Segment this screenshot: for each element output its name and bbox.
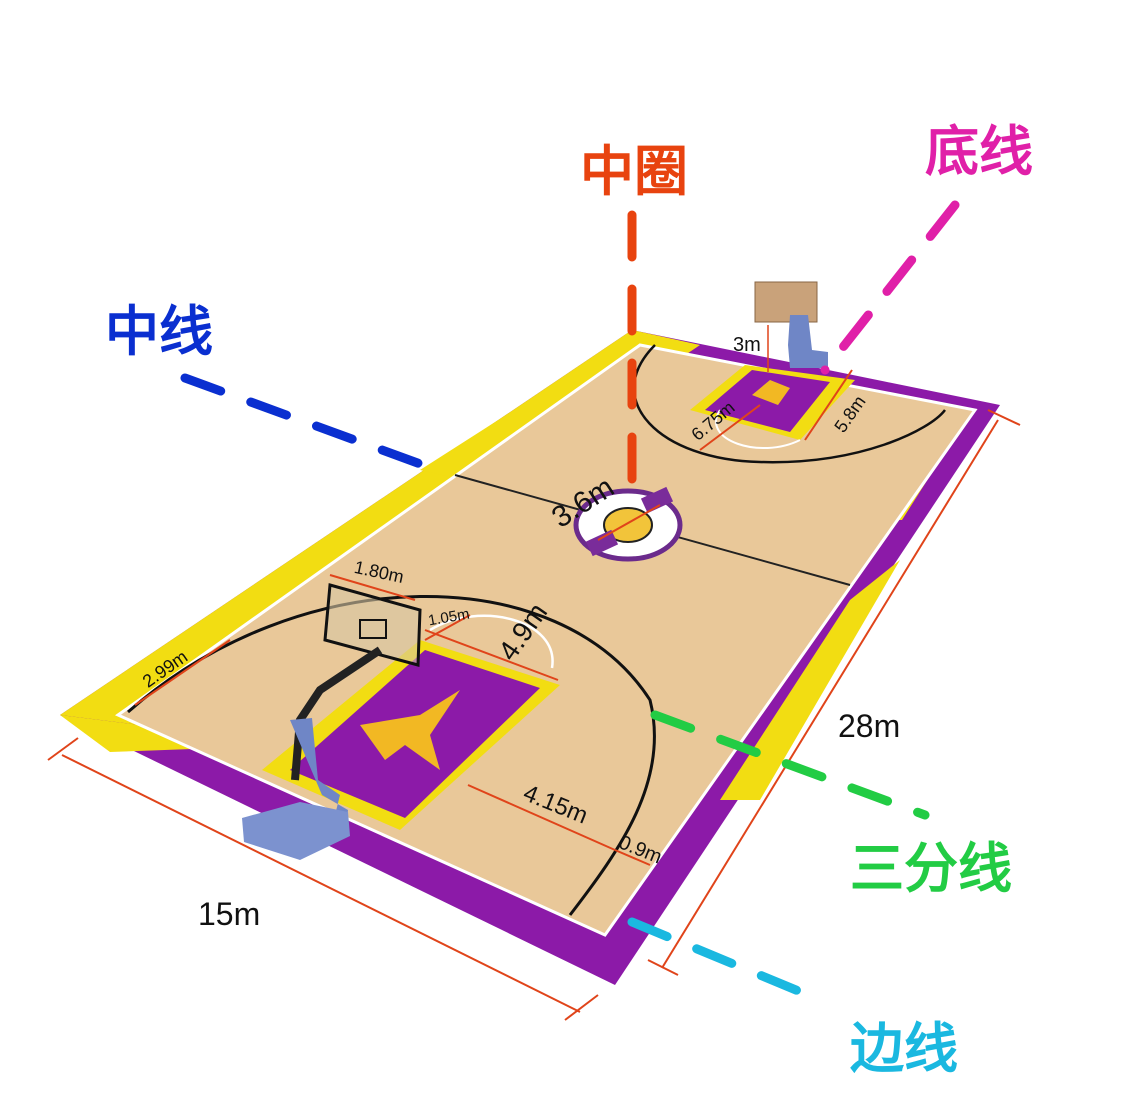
- midline-callout-line: [180, 373, 450, 478]
- baseline-callout-line: [820, 200, 960, 375]
- label-sideline: 边线: [850, 1017, 958, 1080]
- far-key: [690, 365, 855, 440]
- near-three-point-line: [127, 595, 656, 916]
- label-midline: 中线: [105, 300, 213, 363]
- near-free-throw-arc: [429, 614, 554, 669]
- dimension-arrows: [47, 369, 1021, 1021]
- far-free-throw-arc: [715, 409, 801, 449]
- label-center-circle: 中圈: [580, 140, 688, 203]
- dim-court-width: 15m: [198, 896, 261, 932]
- near-key: [262, 640, 560, 830]
- far-hoop: [754, 281, 828, 372]
- label-baseline: 底线: [925, 120, 1033, 183]
- sideline-callout-line: [627, 917, 830, 1007]
- dim-court-length: 28m: [838, 708, 901, 744]
- label-three-point-line: 三分线: [850, 837, 1012, 900]
- near-hoop: [242, 583, 422, 860]
- three-point-callout-line: [650, 710, 930, 820]
- dim-rim-height: 3m: [733, 334, 761, 356]
